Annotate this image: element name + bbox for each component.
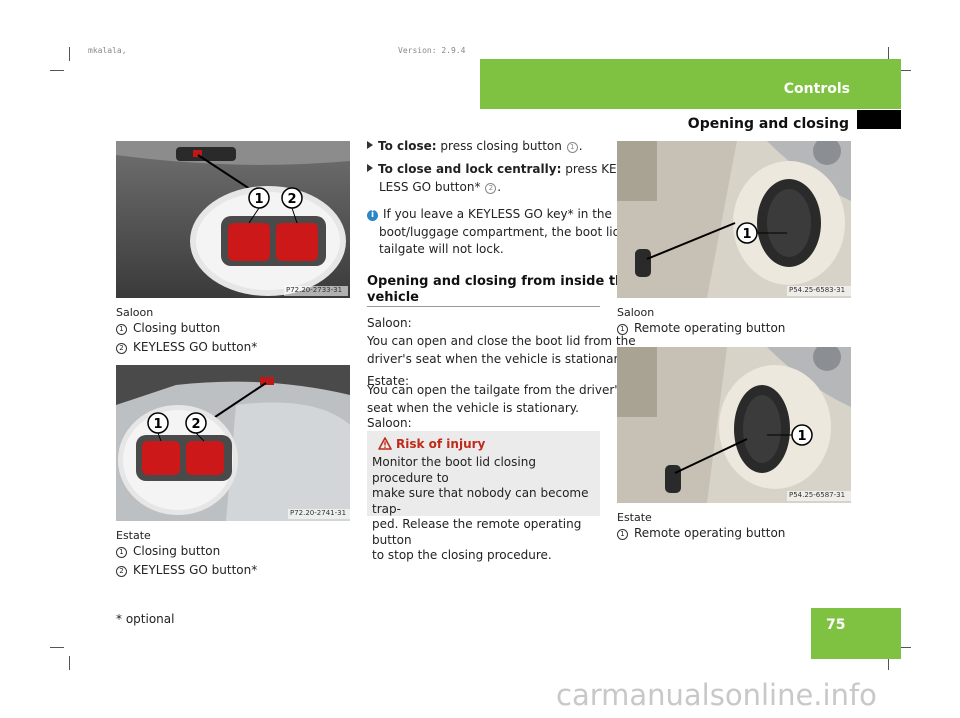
info-note-line3: tailgate will not lock.	[379, 242, 504, 256]
footnote: * optional	[116, 612, 175, 626]
step-end: .	[497, 180, 502, 194]
callout-number: 1	[617, 529, 628, 540]
chapter-title: Opening and closing	[687, 116, 849, 132]
page-number-box	[811, 608, 901, 659]
step-label: To close:	[378, 139, 437, 153]
step-arrow-icon	[367, 164, 373, 172]
step-text: LESS GO button*	[379, 180, 481, 194]
info-icon: i	[367, 210, 378, 221]
legend-item: 1 Closing button	[116, 321, 220, 335]
legend-text: KEYLESS GO button*	[133, 563, 258, 577]
warning-line: ped. Release the remote operating button	[372, 517, 582, 547]
svg-text:2: 2	[287, 192, 296, 207]
crop-mark	[50, 647, 64, 648]
estate-remote-button-photo: 1 P54.25-6587-31	[617, 347, 851, 503]
photo-code: P54.25-6583-31	[789, 286, 846, 294]
legend-text: Remote operating button	[634, 526, 786, 540]
step-close-lock-line2: LESS GO button* 2.	[379, 179, 501, 197]
figure-caption: Saloon	[617, 306, 655, 319]
legend-text: Closing button	[133, 544, 221, 558]
legend-item: 2 KEYLESS GO button*	[116, 340, 257, 354]
warning-text: Monitor the boot lid closing procedure t…	[372, 455, 598, 564]
crop-mark	[50, 70, 64, 71]
page-number: 75	[826, 617, 846, 633]
crop-mark	[888, 656, 889, 670]
paragraph: You can open the tailgate from the drive…	[367, 382, 624, 417]
legend-text: Remote operating button	[634, 321, 786, 335]
paragraph: You can open and close the boot lid from…	[367, 333, 636, 368]
warning-triangle-icon	[378, 437, 392, 450]
info-note-line2: boot/luggage compartment, the boot lid/	[379, 225, 625, 239]
callout-number: 1	[566, 142, 578, 153]
legend-text: Closing button	[133, 321, 221, 335]
info-text: If you leave a KEYLESS GO key* in the	[383, 207, 612, 221]
watermark: carmanualsonline.info	[556, 678, 877, 712]
figure-caption: Saloon	[116, 306, 154, 319]
legend-text: KEYLESS GO button*	[133, 340, 258, 354]
subheading-line: Opening and closing from inside the	[367, 274, 634, 289]
estate-tailgate-photo: 1 2 P72.20-2741-31	[116, 365, 350, 521]
subheading: Opening and closing from inside the vehi…	[367, 274, 633, 306]
paragraph: Saloon:	[367, 416, 412, 430]
photo-code: P72.20-2733-31	[286, 286, 343, 294]
step-end: .	[578, 139, 583, 153]
crop-mark	[69, 47, 70, 61]
section-header-bar	[480, 59, 901, 109]
callout-number: 2	[116, 566, 127, 577]
legend-item: 1 Remote operating button	[617, 321, 785, 335]
svg-text:1: 1	[797, 429, 806, 444]
warning-line: to stop the closing procedure.	[372, 548, 552, 562]
callout-number: 1	[116, 324, 127, 335]
top-left-small-text: mkalala,	[88, 46, 127, 55]
divider	[367, 306, 600, 307]
svg-text:1: 1	[153, 417, 162, 432]
legend-item: 1 Closing button	[116, 544, 220, 558]
step-text: press closing button	[440, 139, 562, 153]
saloon-remote-button-photo: 1 P54.25-6583-31	[617, 141, 851, 298]
paragraph-line: driver's seat when the vehicle is statio…	[367, 351, 628, 366]
warning-line: Monitor the boot lid closing procedure t…	[372, 455, 536, 485]
info-note: i If you leave a KEYLESS GO key* in the	[367, 206, 612, 224]
top-center-small-text: Version: 2.9.4	[398, 46, 466, 55]
callout-number: 1	[116, 547, 127, 558]
svg-text:1: 1	[254, 192, 263, 207]
warning-box	[367, 431, 600, 516]
legend-item: 2 KEYLESS GO button*	[116, 563, 257, 577]
warning-title: Risk of injury	[396, 437, 486, 451]
photo-code: P72.20-2741-31	[290, 509, 347, 517]
callout-number: 2	[485, 183, 497, 194]
paragraph-line: You can open the tailgate from the drive…	[367, 383, 624, 397]
crop-mark	[888, 47, 889, 61]
svg-text:1: 1	[742, 227, 751, 242]
svg-text:2: 2	[191, 417, 200, 432]
figure-caption: Estate	[116, 529, 151, 542]
step-label: To close and lock centrally:	[378, 162, 562, 176]
crop-mark	[897, 647, 911, 648]
paragraph-line: seat when the vehicle is stationary.	[367, 400, 579, 415]
callout-number: 1	[617, 324, 628, 335]
step-close-lock: To close and lock centrally: press KEY-	[367, 161, 627, 179]
step-close: To close: press closing button 1.	[367, 138, 583, 156]
section-label: Controls	[783, 81, 850, 97]
subheading-line: vehicle	[367, 290, 419, 305]
callout-number: 2	[116, 343, 127, 354]
step-text: press KEY-	[565, 162, 627, 176]
chapter-marker	[857, 110, 901, 129]
saloon-boot-lid-photo: 1 2 P72.20-2733-31	[116, 141, 350, 298]
step-arrow-icon	[367, 141, 373, 149]
photo-code: P54.25-6587-31	[789, 491, 846, 499]
paragraph: Estate:	[367, 374, 410, 388]
crop-mark	[69, 656, 70, 670]
legend-item: 1 Remote operating button	[617, 526, 785, 540]
warning-line: make sure that nobody can become trap-	[372, 486, 589, 516]
paragraph-line: You can open and close the boot lid from…	[367, 334, 636, 348]
crop-mark	[897, 70, 911, 71]
paragraph: Saloon:	[367, 316, 412, 330]
figure-caption: Estate	[617, 511, 652, 524]
